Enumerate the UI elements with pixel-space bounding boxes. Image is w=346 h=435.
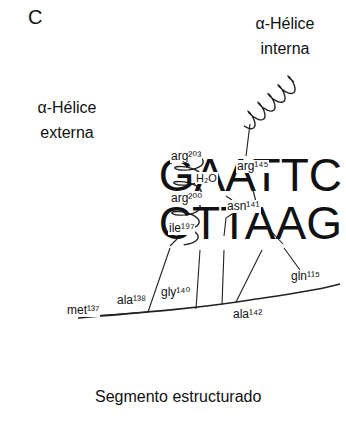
residue-label: arg¹⁴⁵ [236,160,269,173]
residue-label: ala¹³⁸ [116,294,147,307]
panel-letter: C [28,6,42,28]
residue-label: asn¹⁴¹ [226,200,261,213]
water-label: H₂O [195,172,218,184]
residue-label: arg²⁰³ [170,150,202,163]
alpha-helix [244,76,295,129]
backbone-segment [78,284,340,318]
residue-label: gly¹⁴⁰ [160,286,191,299]
residue-label: ile¹⁹⁷ [168,222,195,235]
residue-label: ala¹⁴² [232,308,263,321]
helix-title: α-Hélice interna [240,12,330,62]
residue-label: arg²⁰⁰ [170,192,203,205]
helix-title: α-Hélice externa [22,96,112,146]
leader-line [284,248,300,270]
residue-label: met¹³⁷ [66,304,100,317]
leader-line [148,248,170,312]
leader-line [196,250,200,309]
leader-line [92,312,148,316]
leader-line [222,250,224,305]
residue-label: gln¹¹⁵ [290,270,321,283]
segment-title: Segmento estructurado [95,388,261,406]
leader-line [236,250,262,302]
